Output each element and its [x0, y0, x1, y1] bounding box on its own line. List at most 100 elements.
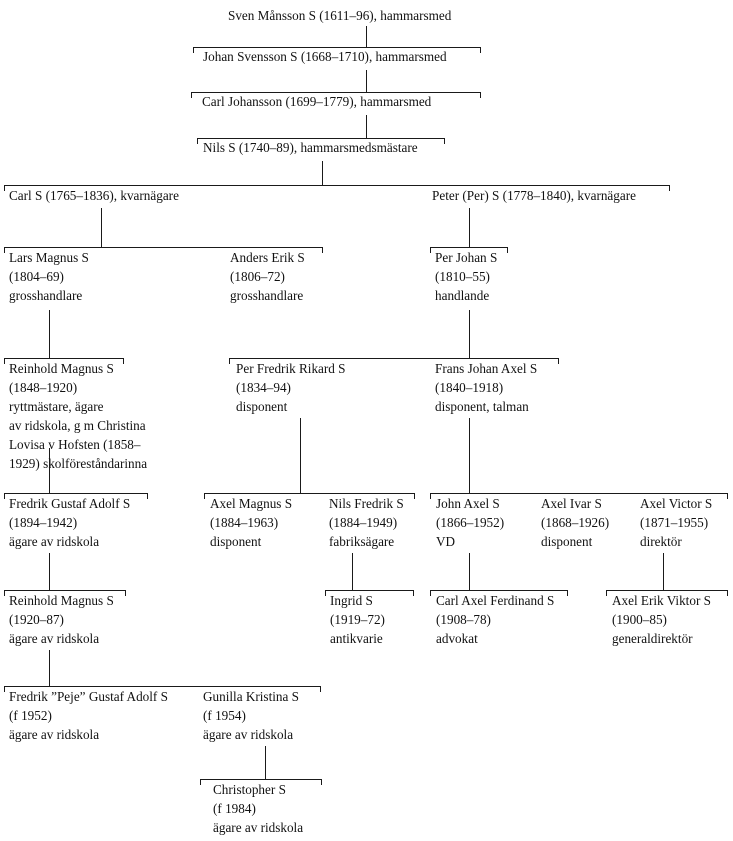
person-name: Peter (Per) S (1778–1840), kvarnägare [432, 188, 636, 203]
person-occupation: ägare av ridskola [9, 727, 100, 742]
person-node-carl-s: Carl S (1765–1836), kvarnägare [9, 186, 179, 205]
person-node-per-fredrik-rikard: Per Fredrik Rikard S (1834–94) disponent [236, 359, 346, 416]
connector-nils-fredrik-to-children [352, 553, 353, 590]
person-occupation-line-2: av ridskola, g m Christina [9, 418, 146, 433]
bracket-carl-johansson [191, 92, 481, 98]
person-occupation-line-3: Lovisa v Hofsten (1858– [9, 437, 141, 452]
person-occupation-line-4: 1929) skolföreståndarinna [9, 456, 148, 471]
person-name: Gunilla Kristina S [203, 689, 299, 704]
bracket-fredrik-gustaf-adolf [4, 493, 148, 499]
person-dates: (1806–72) [230, 269, 285, 284]
person-name: Reinhold Magnus S [9, 593, 114, 608]
person-occupation: grosshandlare [9, 288, 83, 303]
person-dates: (f 1954) [203, 708, 246, 723]
person-occupation: disponent [236, 399, 288, 414]
person-name: Ingrid S [330, 593, 373, 608]
person-occupation: ägare av ridskola [213, 820, 304, 835]
person-node-axel-erik-viktor: Axel Erik Viktor S (1900–85) generaldire… [612, 591, 711, 648]
person-name: Axel Victor S [640, 496, 713, 511]
person-occupation: advokat [436, 631, 478, 646]
person-name: Anders Erik S [230, 250, 305, 265]
bracket-carl-peter-siblings [4, 185, 670, 191]
person-dates: (1919–72) [330, 612, 385, 627]
bracket-lars-anders-siblings [4, 247, 323, 253]
bracket-christopher [200, 779, 322, 785]
person-node-axel-magnus: Axel Magnus S (1884–1963) disponent [210, 494, 292, 551]
connector-axel-victor-to-children [663, 553, 664, 590]
person-occupation: antikvarie [330, 631, 383, 646]
person-name: John Axel S [436, 496, 500, 511]
person-name: Lars Magnus S [9, 250, 89, 265]
connector-nils-to-children [322, 161, 323, 185]
person-dates: (1920–87) [9, 612, 64, 627]
connector-reinhold-1848-to-children [49, 448, 50, 493]
person-name: Carl Johansson (1699–1779), hammarsmed [202, 94, 432, 109]
person-dates: (1866–1952) [436, 515, 505, 530]
person-node-john-axel: John Axel S (1866–1952) VD [436, 494, 504, 551]
connector-per-johan-to-children [469, 310, 470, 358]
person-node-reinhold-magnus-1920: Reinhold Magnus S (1920–87) ägare av rid… [9, 591, 114, 648]
person-node-peter-per-s: Peter (Per) S (1778–1840), kvarnägare [432, 186, 636, 205]
person-occupation: VD [436, 534, 456, 549]
person-node-fredrik-peje: Fredrik ”Peje” Gustaf Adolf S (f 1952) ä… [9, 687, 168, 744]
bracket-johnaxel-axelivar-axelvictor-siblings [430, 493, 728, 499]
person-name: Axel Magnus S [210, 496, 293, 511]
person-node-carl-johansson: Carl Johansson (1699–1779), hammarsmed [202, 92, 431, 111]
person-dates: (f 1952) [9, 708, 52, 723]
person-dates: (1868–1926) [541, 515, 610, 530]
person-node-per-johan: Per Johan S (1810–55) handlande [435, 248, 497, 305]
person-name: Christopher S [213, 782, 286, 797]
person-dates: (1804–69) [9, 269, 64, 284]
person-dates: (1810–55) [435, 269, 490, 284]
person-occupation: direktör [640, 534, 682, 549]
person-name: Nils Fredrik S [329, 496, 404, 511]
person-name: Fredrik ”Peje” Gustaf Adolf S [9, 689, 168, 704]
connector-frans-johan-to-children [469, 418, 470, 493]
person-node-frans-johan-axel: Frans Johan Axel S (1840–1918) disponent… [435, 359, 537, 416]
bracket-carl-axel-ferdinand [430, 590, 568, 596]
person-dates: (1884–1963) [210, 515, 279, 530]
person-node-nils-fredrik: Nils Fredrik S (1884–1949) fabriksägare [329, 494, 404, 551]
person-name: Nils S (1740–89), hammarsmedsmästare [203, 140, 418, 155]
person-dates: (1840–1918) [435, 380, 504, 395]
person-name: Per Fredrik Rikard S [236, 361, 346, 376]
person-occupation: ägare av ridskola [203, 727, 294, 742]
bracket-peje-gunilla-siblings [4, 686, 321, 692]
bracket-johan [193, 47, 481, 53]
person-dates: (1834–94) [236, 380, 291, 395]
person-occupation: handlande [435, 288, 490, 303]
person-occupation-line-1: ryttmästare, ägare [9, 399, 104, 414]
bracket-per-johan [430, 247, 508, 253]
connector-fredrik-gustaf-to-children [49, 553, 50, 590]
person-node-sven-mansson: Sven Månsson S (1611–96), hammarsmed [228, 6, 451, 25]
person-name: Johan Svensson S (1668–1710), hammarsmed [203, 49, 447, 64]
person-node-ingrid: Ingrid S (1919–72) antikvarie [330, 591, 385, 648]
person-dates: (1900–85) [612, 612, 667, 627]
person-name: Reinhold Magnus S [9, 361, 114, 376]
person-dates: (1848–1920) [9, 380, 78, 395]
person-dates: (1871–1955) [640, 515, 709, 530]
connector-john-axel-to-children [469, 553, 470, 590]
person-name: Frans Johan Axel S [435, 361, 538, 376]
bracket-perfredrik-fransjohan-siblings [229, 358, 559, 364]
person-dates: (1884–1949) [329, 515, 398, 530]
person-node-gunilla-kristina: Gunilla Kristina S (f 1954) ägare av rid… [203, 687, 299, 744]
bracket-reinhold-1920 [4, 590, 126, 596]
connector-carl-johansson-to-nils [366, 115, 367, 138]
bracket-ingrid [325, 590, 414, 596]
connector-sven-to-johan [366, 26, 367, 47]
bracket-axel-erik-viktor [606, 590, 728, 596]
bracket-axelmagnus-nilsfredrik-siblings [204, 493, 415, 499]
connector-johan-to-carl-johansson [366, 70, 367, 92]
person-node-reinhold-magnus-1848: Reinhold Magnus S (1848–1920) ryttmästar… [9, 359, 147, 473]
person-name: Per Johan S [435, 250, 498, 265]
person-occupation: disponent [541, 534, 593, 549]
person-occupation: disponent, talman [435, 399, 529, 414]
person-node-johan-svensson: Johan Svensson S (1668–1710), hammarsmed [203, 47, 447, 66]
person-node-axel-ivar: Axel Ivar S (1868–1926) disponent [541, 494, 609, 551]
person-dates: (1894–1942) [9, 515, 78, 530]
person-name: Sven Månsson S (1611–96), hammarsmed [228, 8, 452, 23]
person-dates: (f 1984) [213, 801, 256, 816]
person-name: Axel Ivar S [541, 496, 602, 511]
